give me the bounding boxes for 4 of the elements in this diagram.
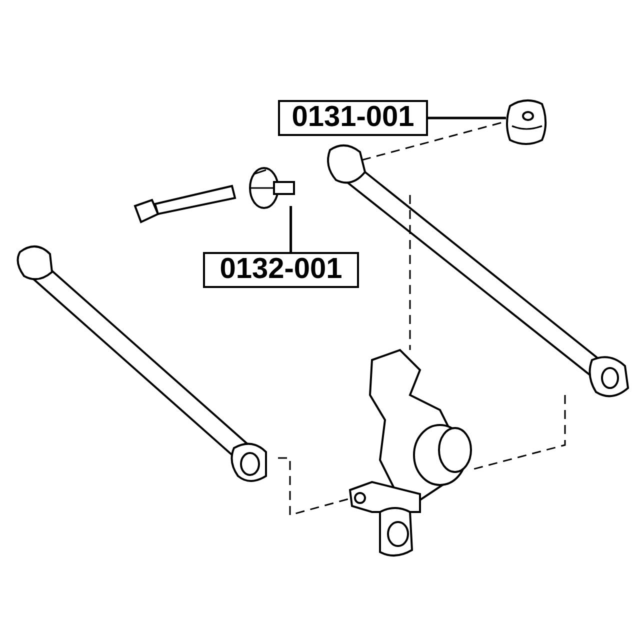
leader-line — [290, 206, 292, 252]
part-number-label: 0132-001 — [203, 252, 359, 288]
part-number-label: 0131-001 — [278, 100, 428, 136]
leader-line — [428, 116, 506, 120]
